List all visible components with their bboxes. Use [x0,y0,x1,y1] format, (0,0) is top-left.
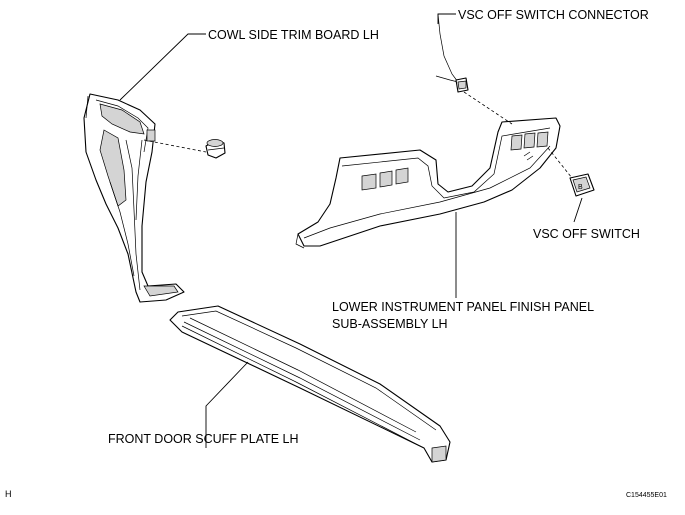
leader-cowl [119,33,206,101]
vsc-connector-drawing [435,13,469,93]
corner-mark: H [5,489,12,499]
front-door-scuff-plate-drawing [169,305,451,463]
switch-dashed-guide [547,147,573,179]
label-vsc-off-switch-connector: VSC OFF SWITCH CONNECTOR [458,8,649,22]
panel-slot [523,132,536,149]
figure-code: C154455E01 [626,492,667,499]
label-cowl-side-trim-board: COWL SIDE TRIM BOARD LH [208,28,379,42]
label-front-door-scuff-plate: FRONT DOOR SCUFF PLATE LH [108,432,299,446]
panel-slot [536,131,549,148]
leader-scuff [205,361,249,448]
vsc-switch-drawing: B [569,173,595,197]
label-vsc-off-switch: VSC OFF SWITCH [533,227,640,241]
clip-drawing [205,139,226,159]
cowl-side-trim-board-drawing [83,93,185,303]
panel-slot [379,170,393,188]
panel-slot [510,134,523,151]
panel-slot [395,167,409,185]
leader-connector [437,13,456,24]
svg-text:B: B [578,184,583,191]
leader-switch [573,197,583,223]
panel-slot [361,173,377,191]
lower-instrument-panel-drawing [295,117,561,249]
connector-dashed-guide [463,91,513,125]
label-lower-panel-line1: LOWER INSTRUMENT PANEL FINISH PANEL [332,300,594,314]
label-lower-panel-line2: SUB-ASSEMBLY LH [332,317,448,331]
